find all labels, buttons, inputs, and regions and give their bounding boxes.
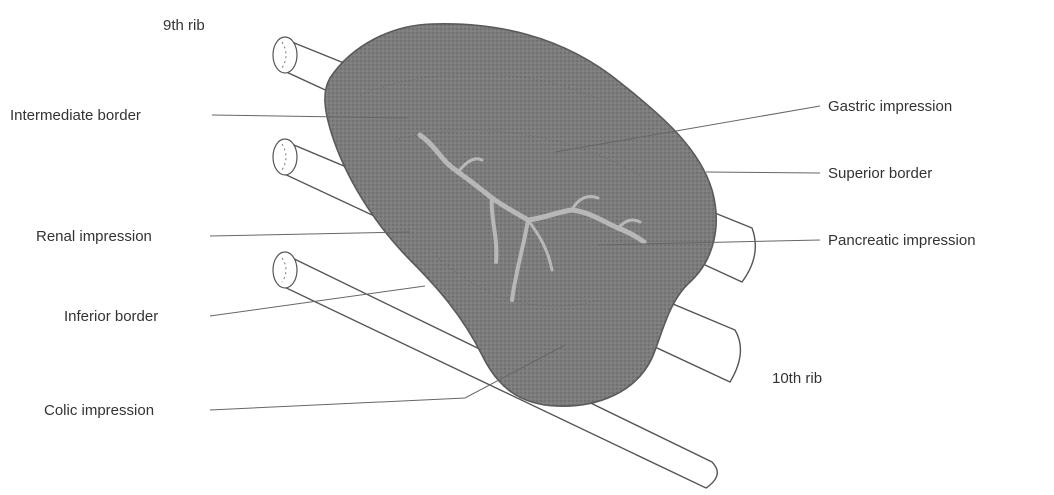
label-9th-rib: 9th rib xyxy=(163,17,205,34)
label-colic-impression: Colic impression xyxy=(44,402,154,419)
label-inferior-border: Inferior border xyxy=(64,308,158,325)
label-gastric-impression: Gastric impression xyxy=(828,98,952,115)
label-10th-rib: 10th rib xyxy=(772,370,822,387)
label-pancreatic-impression: Pancreatic impression xyxy=(828,232,976,249)
leader-superior-border xyxy=(706,172,820,173)
label-intermediate-border: Intermediate border xyxy=(10,107,141,124)
leader-renal-impression xyxy=(210,232,410,236)
label-renal-impression: Renal impression xyxy=(36,228,152,245)
label-superior-border: Superior border xyxy=(828,165,932,182)
